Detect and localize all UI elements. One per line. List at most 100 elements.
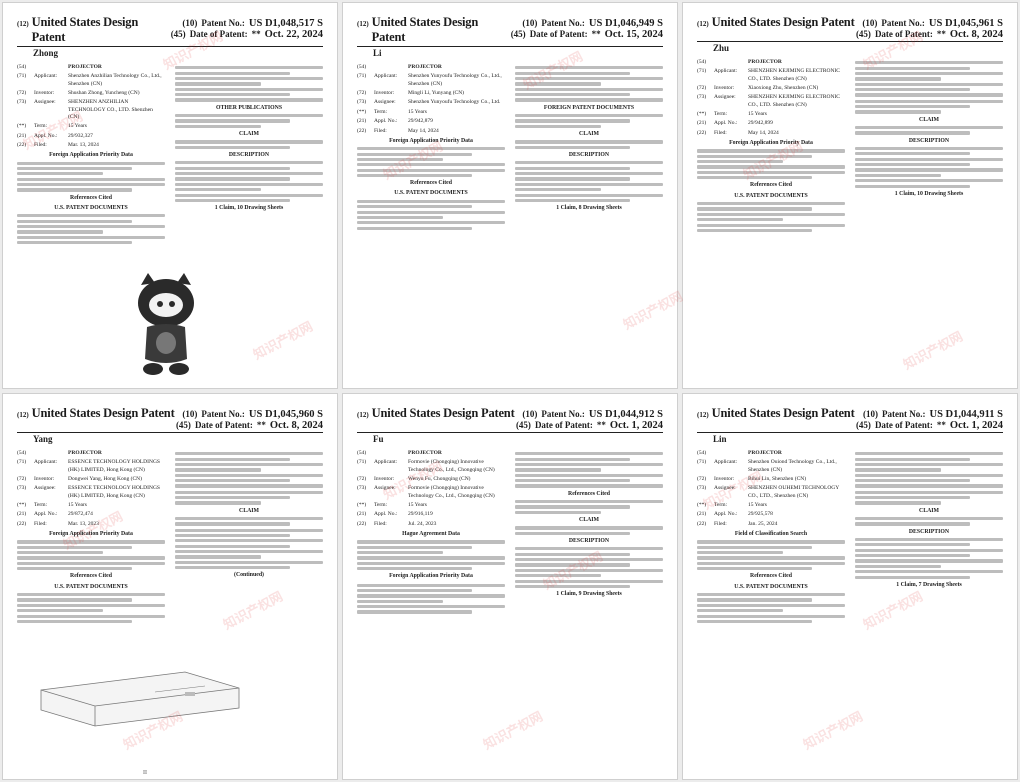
claim-line: 1 Claim, 8 Drawing Sheets <box>556 205 622 212</box>
biblio-field: (73)Assignee:SHENZHEN OUHEMI TECHNOLOGY … <box>697 485 845 499</box>
field-code: (72) <box>697 84 707 91</box>
date-label: Date of Patent: <box>534 420 593 430</box>
field-value: SHENZHEN ANZHILIAN TECHNOLOGY CO., LTD. … <box>68 99 153 120</box>
section-heading: U.S. PATENT DOCUMENTS <box>54 204 128 211</box>
biblio-field: (54)PROJECTOR <box>697 450 845 457</box>
field-key: Appl. No.: <box>374 511 398 518</box>
patent-no-code: (10) <box>862 18 878 28</box>
field-key: Term: <box>34 123 48 130</box>
date-code: (45) <box>855 420 871 430</box>
field-key: Appl. No.: <box>34 511 58 518</box>
patent-no-label: Patent No.: <box>201 409 245 419</box>
date-code: (45) <box>855 29 871 39</box>
biblio-field: (73)Assignee:ESSENCE TECHNOLOGY HOLDINGS… <box>17 485 165 499</box>
field-key: Applicant: <box>714 68 738 75</box>
field-key: Inventor: <box>34 475 55 482</box>
field-code: (21) <box>357 118 367 125</box>
right-column: OTHER PUBLICATIONS CLAIM DESCRIPTION 1 C… <box>175 64 323 246</box>
field-code: (73) <box>17 99 27 106</box>
inventor-name: Li <box>373 48 382 58</box>
inventor-name: Zhu <box>713 43 730 53</box>
field-code: (**) <box>17 123 27 130</box>
field-value: Formovie (Chongqing) Innovative Technolo… <box>408 459 495 473</box>
section-heading: CLAIM <box>239 130 259 137</box>
date-label: Date of Patent: <box>194 420 253 430</box>
field-key: Inventor: <box>374 89 395 96</box>
field-code: (54) <box>357 450 367 456</box>
page-number: II <box>143 770 147 776</box>
field-code: (54) <box>17 450 27 456</box>
field-key: Assignee: <box>374 485 396 492</box>
field-code: (71) <box>17 459 27 466</box>
field-list: (54)PROJECTOR(71)Applicant:Shenzhen Ouio… <box>697 450 845 528</box>
patent-no-label: Patent No.: <box>541 18 585 28</box>
patent-title: United States Design Patent <box>31 406 175 420</box>
field-key: Appl. No.: <box>714 511 738 518</box>
field-code: (72) <box>17 89 27 96</box>
patent-meta: (10)Patent No.:US D1,044,912 S (45)Date … <box>516 409 663 431</box>
patent-title: United States Design Patent <box>711 406 855 420</box>
field-key: Appl. No.: <box>714 120 738 127</box>
field-value: 15 Years <box>748 501 767 508</box>
field-value: PROJECTOR <box>748 59 782 65</box>
field-value: PROJECTOR <box>68 450 102 456</box>
field-value: Shenzhen Ouiond Technology Co., Ltd., Sh… <box>748 459 837 473</box>
biblio-field: (**)Term:15 Years <box>357 502 505 509</box>
patent-meta: (10)Patent No.:US D1,048,517 S (45)Date … <box>171 18 323 40</box>
field-key: Filed: <box>374 127 387 134</box>
field-key: Inventor: <box>714 84 735 91</box>
field-code: (54) <box>697 59 707 65</box>
patent-no-code: (10) <box>862 409 878 419</box>
date-star: ** <box>936 29 946 39</box>
patent-header: (12) United States Design Patent (10)Pat… <box>357 15 663 47</box>
biblio-field: (21)Appl. No.:29/942,879 <box>357 118 505 125</box>
field-value: PROJECTOR <box>748 450 782 456</box>
field-code: (22) <box>357 127 367 134</box>
field-key: Term: <box>714 501 728 508</box>
biblio-field: (22)Filed:Mar. 13, 2024 <box>17 142 165 149</box>
field-code: (72) <box>697 475 707 482</box>
field-key: Assignee: <box>714 485 736 492</box>
field-key: Applicant: <box>714 459 738 466</box>
biblio-field: (71)Applicant:Shenzhen Anzhilian Technol… <box>17 73 165 87</box>
biblio-field: (72)Inventor:Xiaoxiong Zhu, Shenzhen (CN… <box>697 85 845 92</box>
field-code: (**) <box>697 110 707 117</box>
biblio-field: (**)Term:15 Years <box>697 502 845 509</box>
field-value: 15 Years <box>408 108 427 115</box>
patent-number: US D1,044,912 S <box>588 409 663 420</box>
patent-page-1: (12) United States Design Patent (10)Pat… <box>2 2 338 389</box>
patent-no-label: Patent No.: <box>881 18 925 28</box>
section-heading: CLAIM <box>919 116 939 123</box>
patent-page-3: (12) United States Design Patent (10)Pat… <box>682 2 1018 389</box>
field-key: Applicant: <box>34 459 58 466</box>
field-value: 29/925,578 <box>748 511 773 518</box>
left-column: (54)PROJECTOR(71)Applicant:ESSENCE TECHN… <box>17 450 165 625</box>
field-code: (71) <box>357 73 367 80</box>
field-value: Shenzhen Anzhilian Technology Co., Ltd.,… <box>68 73 162 87</box>
biblio-field: (21)Appl. No.:29/916,119 <box>357 511 505 518</box>
field-value: May 14, 2024 <box>408 127 439 134</box>
field-key: Inventor: <box>34 89 55 96</box>
biblio-field: (54) PROJECTOR <box>17 450 165 457</box>
field-code: (**) <box>17 501 27 508</box>
biblio-field: (22)Filed:Jan. 25, 2024 <box>697 521 845 528</box>
patent-number: US D1,048,517 S <box>248 18 323 29</box>
date-star: ** <box>596 420 606 430</box>
left-column: (54)PROJECTOR(71)Applicant:SHENZHEN KEJI… <box>697 59 845 234</box>
date-code: (45) <box>170 29 186 39</box>
biblio-field: (**)Term:15 Years <box>17 502 165 509</box>
field-code: (22) <box>17 141 27 148</box>
field-value: Shushan Zhong, Yuncheng (CN) <box>68 89 140 96</box>
biblio-field: (54)PROJECTOR <box>357 64 505 71</box>
field-key: Filed: <box>374 520 387 527</box>
field-value: Mar. 13, 2024 <box>68 141 99 148</box>
field-key: Applicant: <box>374 73 398 80</box>
date-star: ** <box>936 420 946 430</box>
field-code: (72) <box>357 475 367 482</box>
field-key: Assignee: <box>374 99 396 106</box>
section-heading: References Cited <box>410 180 452 187</box>
inventor-name: Yang <box>33 434 53 444</box>
patent-header: (12) United States Design Patent (10)Pat… <box>357 406 663 433</box>
field-code: (73) <box>17 485 27 492</box>
field-key <box>714 450 746 457</box>
